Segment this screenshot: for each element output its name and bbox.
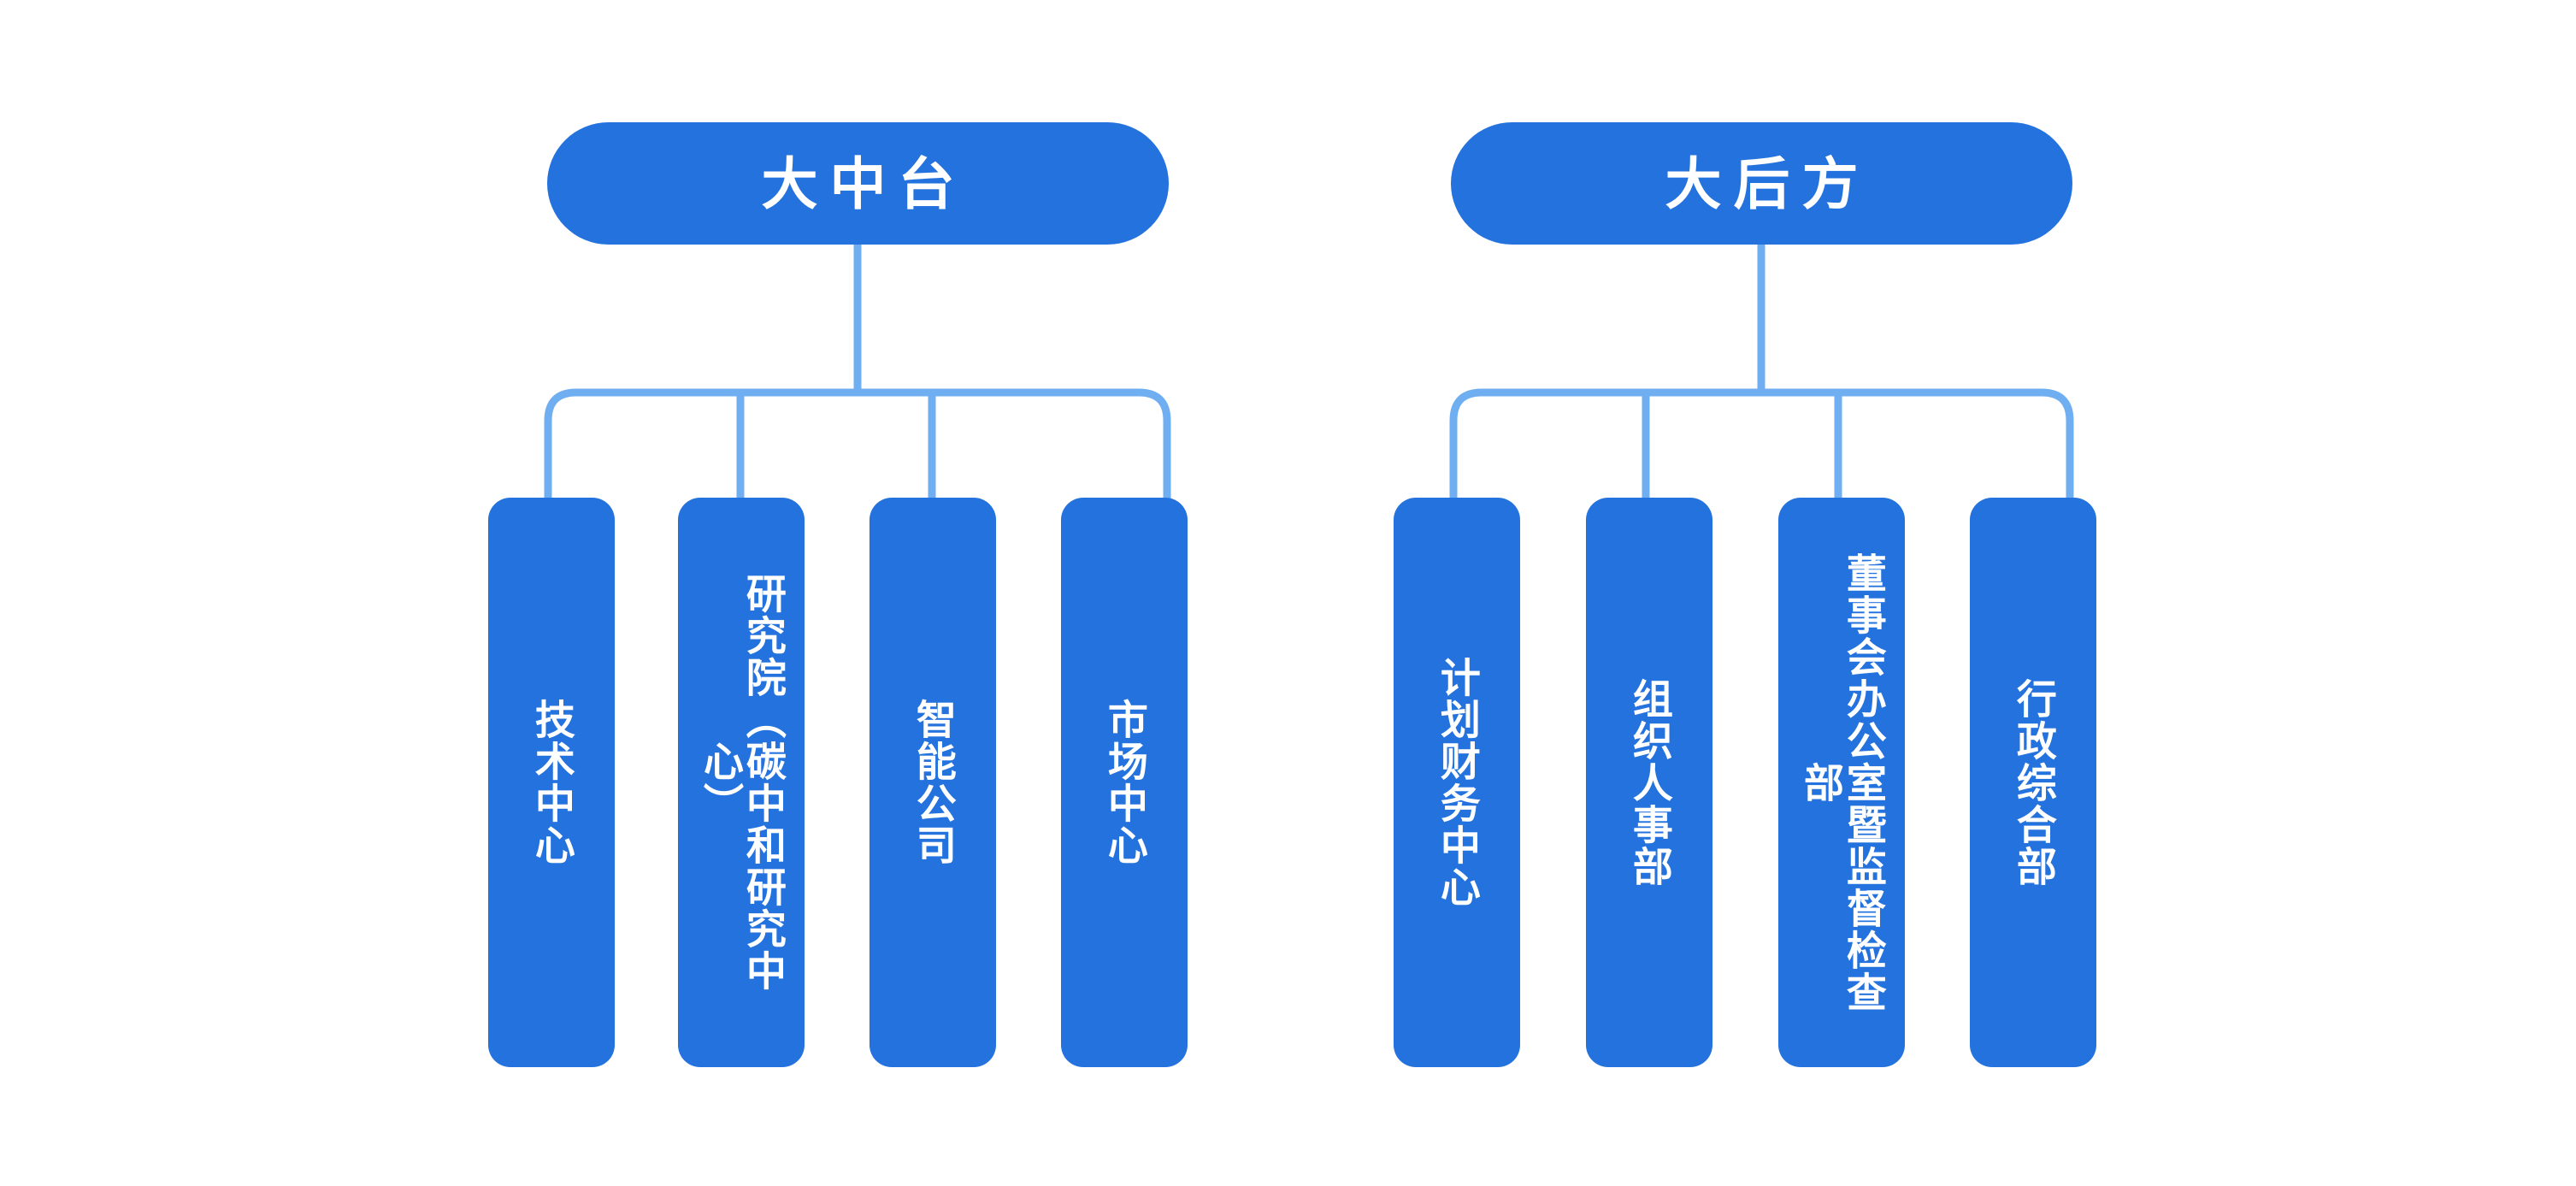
connectors-group-houfang [1449, 244, 2074, 503]
connector-bus-left [544, 388, 1171, 503]
root-node-label: 大后方 [1665, 151, 1871, 215]
child-node-label: 计划财务中心 [1434, 657, 1480, 908]
child-node-label: 市场中心 [1101, 699, 1147, 866]
child-node-label: 董事会办公室暨监督检查部 [1798, 552, 1886, 1013]
child-node-shichang-zhongxin[interactable]: 市场中心 [1061, 498, 1188, 1067]
child-node-dongshihui-bangongshi[interactable]: 董事会办公室暨监督检查部 [1778, 498, 1905, 1067]
child-node-yanjiuyuan[interactable]: 研究院（碳中和研究中心） [678, 498, 805, 1067]
child-node-xingzheng-zonghe-bu[interactable]: 行政综合部 [1970, 498, 2096, 1067]
child-node-label: 行政综合部 [2010, 677, 2056, 888]
child-node-label: 技术中心 [528, 699, 575, 866]
child-node-zuzhi-renshi-bu[interactable]: 组织人事部 [1586, 498, 1712, 1067]
child-node-jihua-caiwu-zhongxin[interactable]: 计划财务中心 [1394, 498, 1520, 1067]
connector-bus-right [1449, 388, 2074, 503]
child-node-label: 研究院（碳中和研究中心） [698, 573, 786, 992]
root-node-houfang[interactable]: 大后方 [1451, 122, 2072, 245]
child-node-zhineng-gongsi[interactable]: 智能公司 [869, 498, 996, 1067]
connectors-group-zhongtai [544, 244, 1171, 503]
child-node-label: 智能公司 [910, 699, 956, 866]
root-node-label: 大中台 [761, 151, 967, 215]
root-node-zhongtai[interactable]: 大中台 [547, 122, 1169, 245]
child-node-jishu-zhongxin[interactable]: 技术中心 [488, 498, 615, 1067]
child-node-label: 组织人事部 [1626, 677, 1672, 888]
